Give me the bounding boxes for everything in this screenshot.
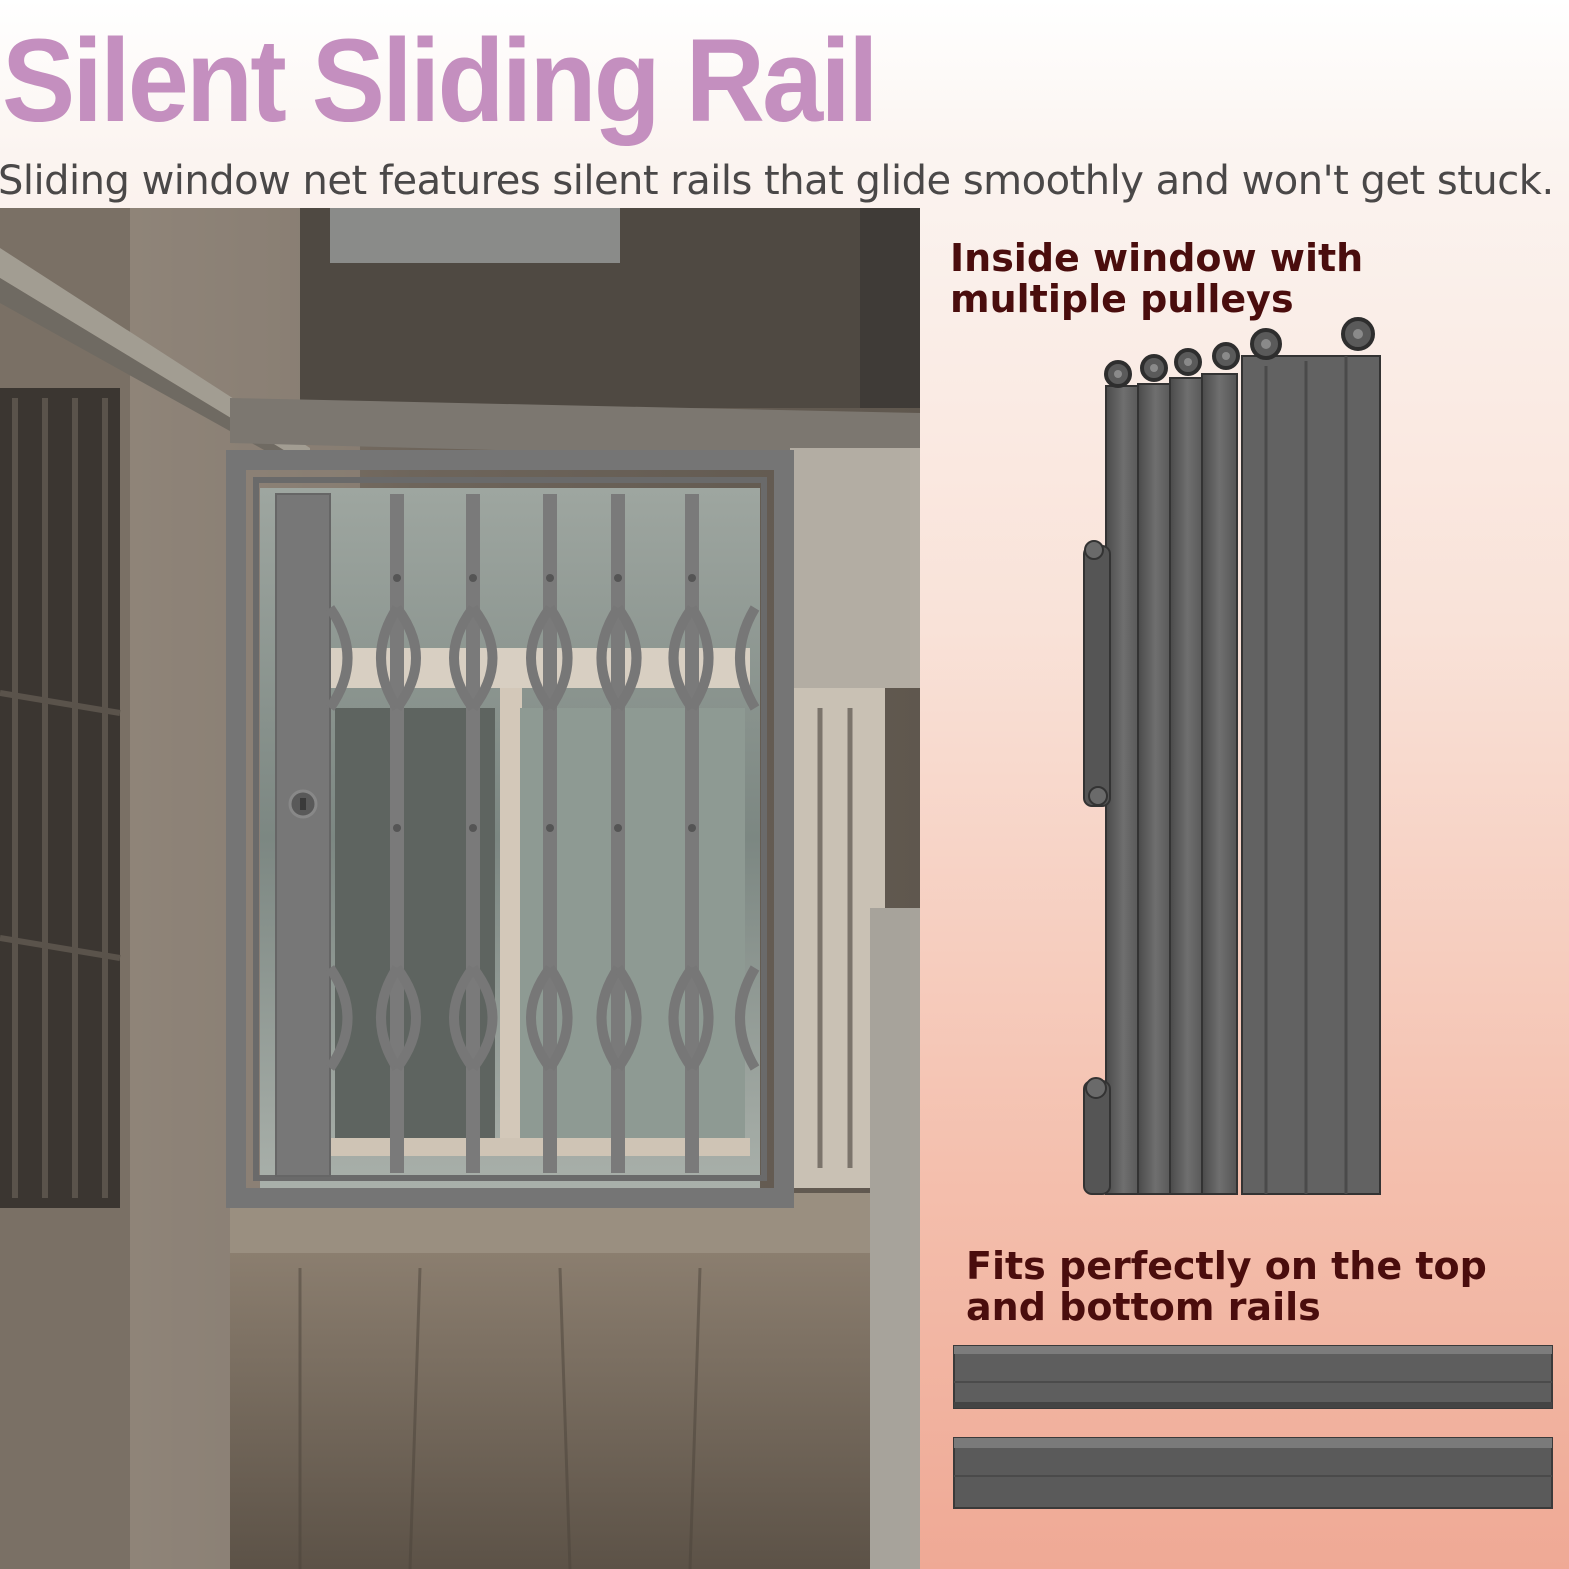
bottom-rail [953, 1437, 1553, 1509]
window-grille-photo [0, 208, 920, 1569]
feature-heading-rails: Fits perfectly on the top and bottom rai… [966, 1244, 1487, 1329]
pulley-rail-icon [1076, 316, 1396, 1202]
page-subtitle: Sliding window net features silent rails… [0, 158, 1554, 204]
sliding-grille [226, 450, 794, 1208]
page-title: Silent Sliding Rail [2, 15, 879, 147]
top-rail [953, 1345, 1553, 1409]
rail-track-icon [950, 1340, 1560, 1520]
feature-heading-pulleys: Inside window with multiple pulleys [950, 236, 1364, 321]
